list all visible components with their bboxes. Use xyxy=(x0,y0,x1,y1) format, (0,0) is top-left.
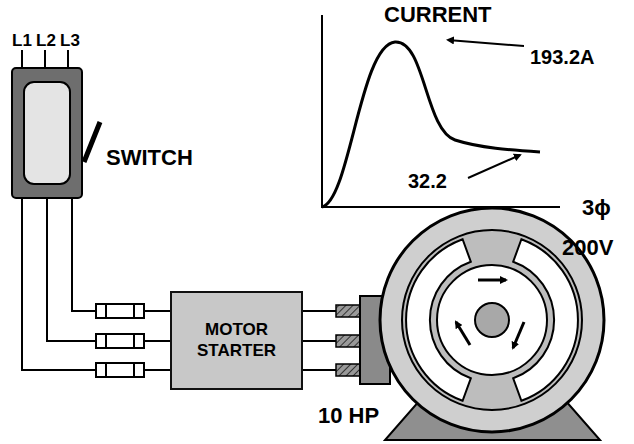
phase-label: 3ϕ xyxy=(582,196,611,220)
component-label: SWITCH xyxy=(106,146,193,170)
switch-box xyxy=(12,68,100,198)
line-label: L2 xyxy=(36,32,56,51)
box-label: MOTOR STARTER xyxy=(172,320,301,361)
current-graph xyxy=(322,15,560,207)
horsepower-label: 10 HP xyxy=(318,404,379,428)
line-label: L3 xyxy=(60,32,80,51)
fuses xyxy=(96,304,144,377)
node-text-group: MOTOR STARTER xyxy=(172,320,301,361)
graph-title: CURRENT xyxy=(384,3,492,27)
peak-current-value: 193.2A xyxy=(530,46,595,68)
supply-lines xyxy=(22,50,68,68)
motor-starter-box: MOTOR STARTER xyxy=(170,291,303,390)
voltage-label: 200V xyxy=(562,236,613,260)
running-current-value: 32.2 xyxy=(408,170,447,192)
line-label: L1 xyxy=(12,32,32,51)
